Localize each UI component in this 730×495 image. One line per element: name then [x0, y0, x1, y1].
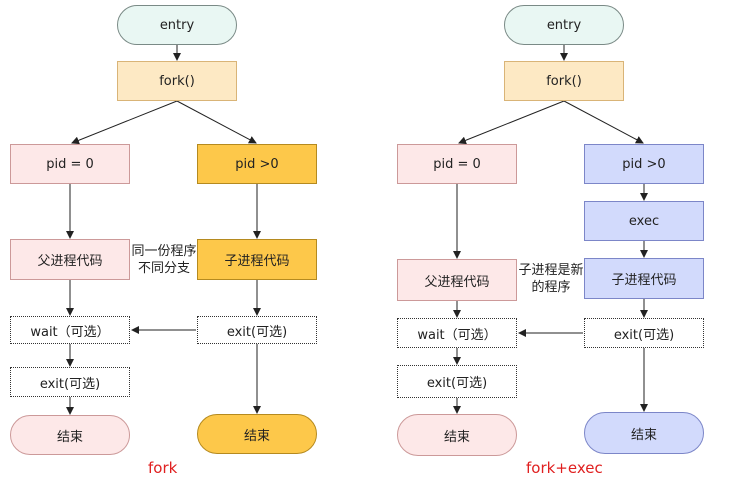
end-child-node-left: 结束 [10, 415, 130, 455]
entry-node-right: entry [504, 5, 624, 45]
wait-node-right: wait（可选） [397, 318, 517, 348]
child-code-node-right: 父进程代码 [397, 259, 517, 301]
exit-child-node-right: exit(可选) [397, 365, 517, 398]
arrow-fork-pid0-right [458, 100, 565, 145]
wait-node-left: wait（可选） [10, 316, 130, 344]
pid-gt-zero-node-left: pid >0 [197, 144, 317, 184]
exit-parent-node-right: exit(可选) [584, 318, 704, 348]
parent-code-node-left: 子进程代码 [197, 239, 317, 280]
arrow-fork-pidgt0-left [176, 100, 257, 144]
exec-node-right: exec [584, 201, 704, 241]
parent-code-node-right: 子进程代码 [584, 258, 704, 299]
arrow-fork-pidgt0-right [563, 100, 644, 144]
branch-note-right: 子进程是新 的程序 [516, 262, 586, 296]
caption-fork-exec: fork+exec [526, 459, 603, 477]
branch-note-line1: 同一份程序 [131, 244, 197, 259]
end-parent-node-right: 结束 [584, 412, 704, 454]
entry-node-left: entry [117, 5, 237, 45]
pid-zero-node-left: pid = 0 [10, 144, 130, 184]
exit-parent-node-left: exit(可选) [197, 316, 317, 344]
arrow-fork-pid0-left [71, 100, 178, 145]
fork-node-right: fork() [504, 61, 624, 101]
caption-fork: fork [148, 459, 178, 477]
pid-gt-zero-node-right: pid >0 [584, 144, 704, 184]
child-code-node-left: 父进程代码 [10, 239, 130, 280]
pid-zero-node-right: pid = 0 [397, 144, 517, 184]
end-child-node-right: 结束 [397, 414, 517, 456]
branch-note-line2: 不同分支 [137, 261, 190, 276]
branch-note-line2: 的程序 [531, 280, 571, 295]
exit-child-node-left: exit(可选) [10, 367, 130, 397]
fork-node-left: fork() [117, 61, 237, 101]
end-parent-node-left: 结束 [197, 414, 317, 454]
branch-note-line1: 子进程是新 [518, 263, 584, 278]
branch-note-left: 同一份程序 不同分支 [130, 243, 198, 277]
